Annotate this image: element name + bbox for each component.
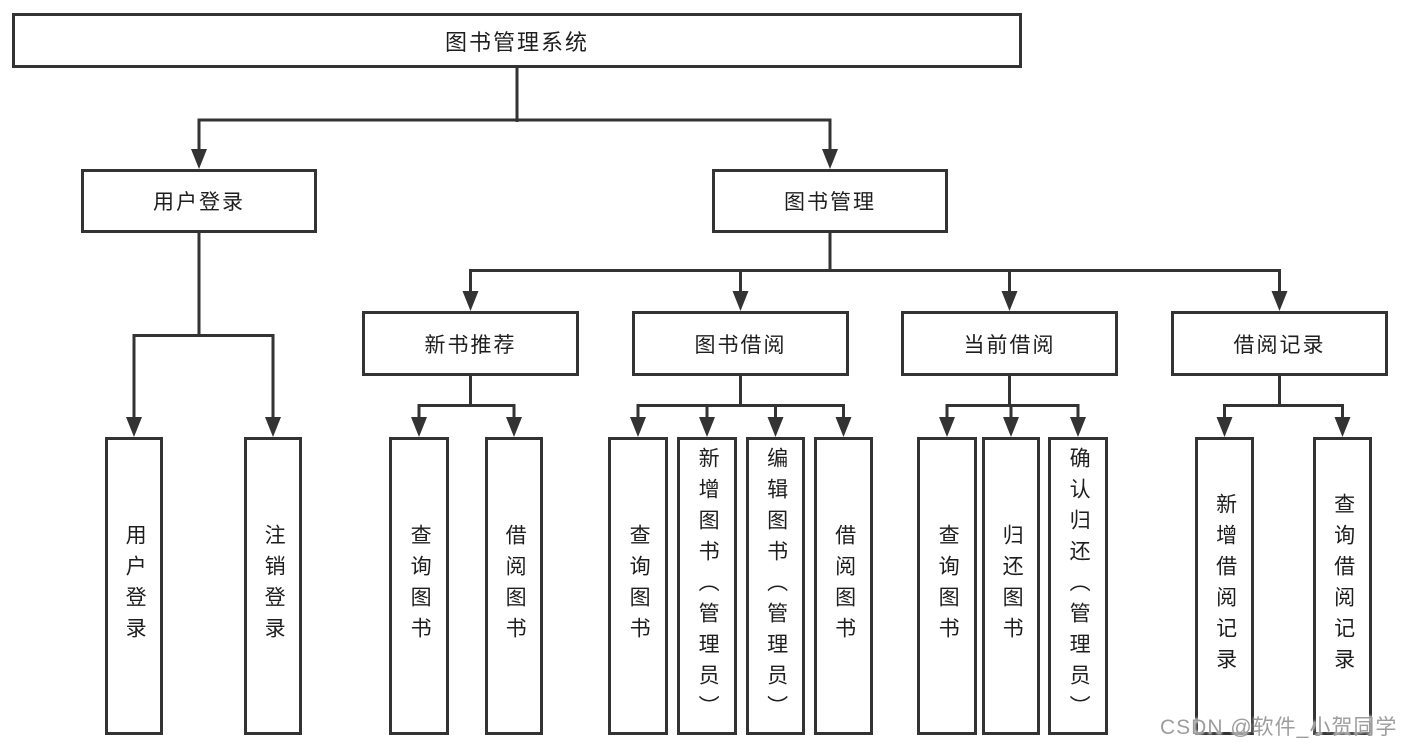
- leaf-borrow-borrow-books: 借阅图书: [814, 437, 873, 735]
- node-root-system-label: 图书管理系统: [444, 29, 589, 55]
- arrowhead-icons: [126, 149, 1351, 437]
- leaf-user-login: 用户登录: [105, 437, 163, 735]
- leaf-borrow-borrow-books-label: 借阅图书: [832, 524, 856, 648]
- node-book-borrowing-label: 图书借阅: [694, 333, 787, 357]
- node-borrowing-records-label: 借阅记录: [1233, 333, 1326, 357]
- node-book-borrowing: 图书借阅: [632, 311, 849, 376]
- leaf-logout: 注销登录: [244, 437, 302, 735]
- node-current-borrowing-label: 当前借阅: [963, 333, 1056, 357]
- csdn-watermark: CSDN @软件_小贺同学: [1160, 716, 1398, 739]
- node-new-book-recommend-label: 新书推荐: [424, 333, 517, 357]
- leaf-records-add-record-label: 新增借阅记录: [1213, 493, 1237, 679]
- node-borrowing-records: 借阅记录: [1171, 311, 1388, 376]
- leaf-current-query-books: 查询图书: [917, 437, 977, 735]
- node-book-management-label: 图书管理: [784, 191, 876, 214]
- node-current-borrowing: 当前借阅: [901, 311, 1118, 376]
- node-new-book-recommend: 新书推荐: [362, 311, 579, 376]
- node-root-system: 图书管理系统: [12, 13, 1022, 68]
- leaf-records-query-record-label: 查询借阅记录: [1331, 493, 1355, 679]
- leaf-borrow-add-books-admin-label: 新增图书（管理员）: [696, 446, 720, 726]
- leaf-recommend-query-books-label: 查询图书: [408, 524, 432, 648]
- tree-connector-strokes: [132, 67, 1344, 420]
- leaf-recommend-borrow-books: 借阅图书: [485, 437, 543, 735]
- leaf-current-confirm-return-admin: 确认归还（管理员）: [1048, 437, 1108, 735]
- leaf-borrow-edit-books-admin-label: 编辑图书（管理员）: [764, 446, 788, 726]
- leaf-records-query-record: 查询借阅记录: [1313, 437, 1372, 735]
- leaf-user-login-label: 用户登录: [123, 524, 147, 648]
- leaf-current-confirm-return-admin-label: 确认归还（管理员）: [1067, 446, 1091, 726]
- leaf-records-add-record: 新增借阅记录: [1195, 437, 1254, 735]
- node-user-login-label: 用户登录: [153, 191, 245, 214]
- leaf-current-query-books-label: 查询图书: [936, 524, 960, 648]
- leaf-logout-label: 注销登录: [262, 524, 286, 648]
- leaf-borrow-query-books-label: 查询图书: [627, 524, 651, 648]
- node-book-management: 图书管理: [712, 169, 948, 233]
- leaf-borrow-edit-books-admin: 编辑图书（管理员）: [746, 437, 805, 735]
- leaf-borrow-add-books-admin: 新增图书（管理员）: [677, 437, 737, 735]
- leaf-current-return-books: 归还图书: [982, 437, 1040, 735]
- leaf-current-return-books-label: 归还图书: [1000, 524, 1024, 648]
- node-user-login: 用户登录: [81, 169, 317, 233]
- leaf-borrow-query-books: 查询图书: [608, 437, 668, 735]
- leaf-recommend-query-books: 查询图书: [389, 437, 449, 735]
- leaf-recommend-borrow-books-label: 借阅图书: [503, 524, 527, 648]
